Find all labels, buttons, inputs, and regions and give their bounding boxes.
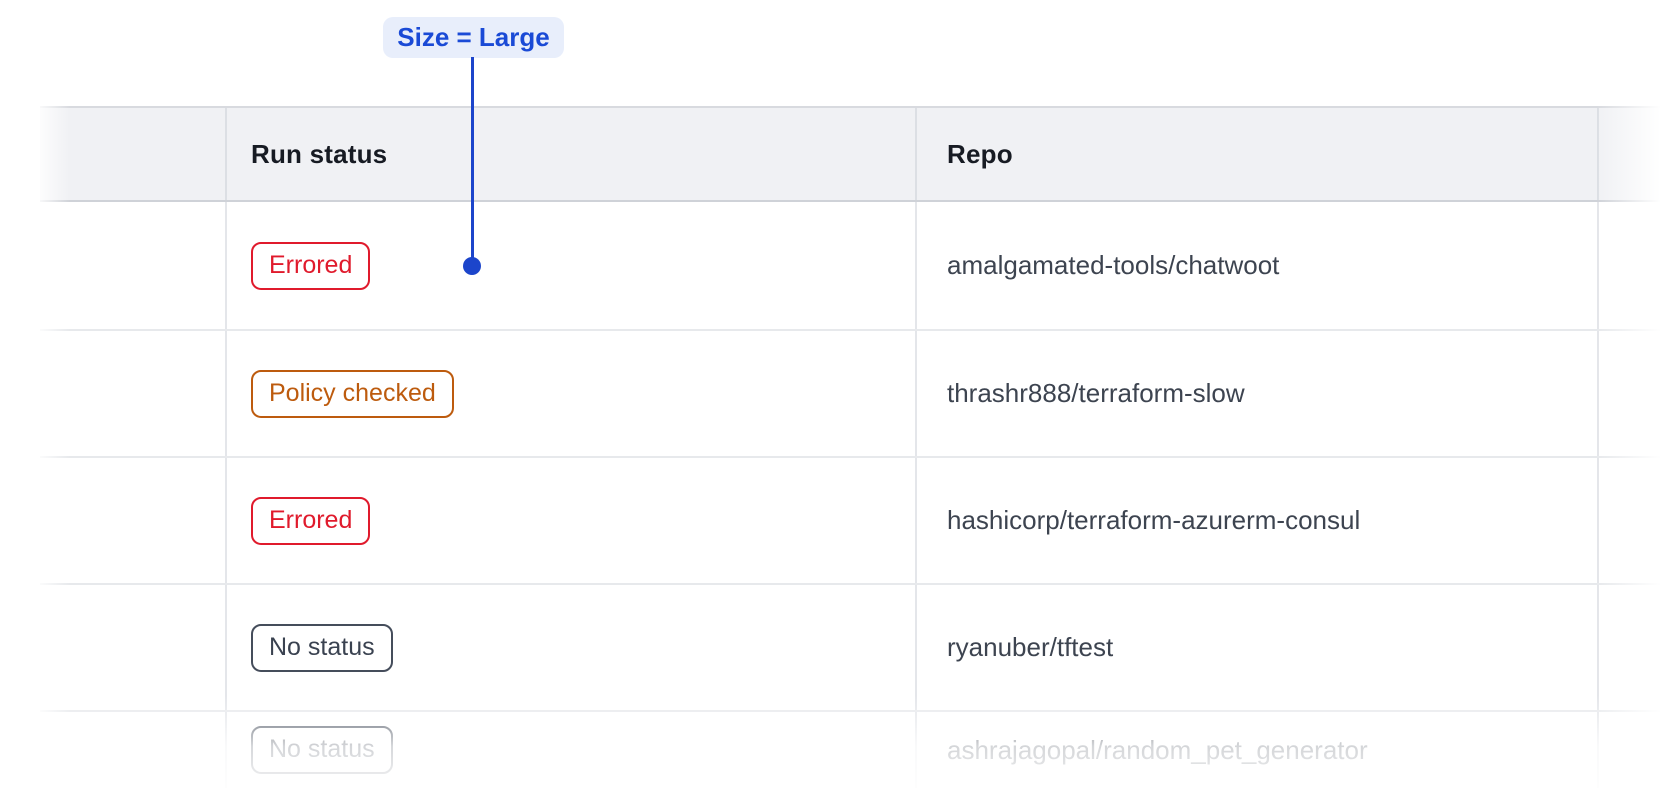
row-cell-trailing	[1597, 202, 1672, 329]
row-cell-run-status: No status	[225, 712, 915, 788]
repo-name: thrashr888/terraform-slow	[947, 378, 1245, 408]
annotation-size-large-pill: Size = Large	[383, 17, 564, 58]
annotation-pointer-line	[471, 57, 474, 258]
row-cell-run-status: No status	[225, 585, 915, 710]
header-cell-empty	[40, 108, 225, 200]
row-cell-empty	[40, 458, 225, 583]
table-header-row: Run status Repo	[40, 106, 1672, 202]
row-cell-trailing	[1597, 712, 1672, 788]
header-cell-repo: Repo	[915, 108, 1597, 200]
row-cell-empty	[40, 712, 225, 788]
table-row[interactable]: Policy checked thrashr888/terraform-slow	[40, 329, 1672, 456]
row-cell-repo: ryanuber/tftest	[915, 585, 1597, 710]
row-cell-repo: ashrajagopal/random_pet_generator	[915, 712, 1597, 788]
run-status-badge: Policy checked	[251, 369, 454, 418]
run-status-column-header: Run status	[251, 138, 388, 169]
repo-name: amalgamated-tools/chatwoot	[947, 250, 1280, 280]
row-cell-trailing	[1597, 458, 1672, 583]
row-cell-repo: hashicorp/terraform-azurerm-consul	[915, 458, 1597, 583]
row-cell-trailing	[1597, 585, 1672, 710]
run-status-badge: No status	[251, 623, 393, 672]
row-cell-repo: thrashr888/terraform-slow	[915, 331, 1597, 456]
row-cell-run-status: Errored	[225, 202, 915, 329]
annotation-pointer-dot	[463, 257, 481, 275]
row-cell-run-status: Errored	[225, 458, 915, 583]
table-row[interactable]: Errored hashicorp/terraform-azurerm-cons…	[40, 456, 1672, 583]
row-cell-repo: amalgamated-tools/chatwoot	[915, 202, 1597, 329]
row-cell-trailing	[1597, 331, 1672, 456]
run-status-badge: Errored	[251, 496, 371, 545]
row-cell-empty	[40, 585, 225, 710]
table-row[interactable]: No status ashrajagopal/random_pet_genera…	[40, 710, 1672, 788]
repo-name: ashrajagopal/random_pet_generator	[947, 734, 1368, 765]
row-cell-empty	[40, 331, 225, 456]
table-body: Errored amalgamated-tools/chatwoot Polic…	[40, 202, 1672, 788]
repo-name: hashicorp/terraform-azurerm-consul	[947, 505, 1361, 535]
run-status-badge: Errored	[251, 241, 371, 290]
repo-name: ryanuber/tftest	[947, 632, 1114, 662]
run-status-badge: No status	[251, 726, 393, 774]
row-cell-run-status: Policy checked	[225, 331, 915, 456]
table-row[interactable]: Errored amalgamated-tools/chatwoot	[40, 202, 1672, 329]
header-cell-run-status: Run status	[225, 108, 915, 200]
row-cell-empty	[40, 202, 225, 329]
table-row[interactable]: No status ryanuber/tftest	[40, 583, 1672, 710]
workspaces-table: Run status Repo Errored amalgamated-tool…	[40, 106, 1672, 788]
repo-column-header: Repo	[947, 138, 1013, 169]
header-cell-trailing	[1597, 108, 1672, 200]
